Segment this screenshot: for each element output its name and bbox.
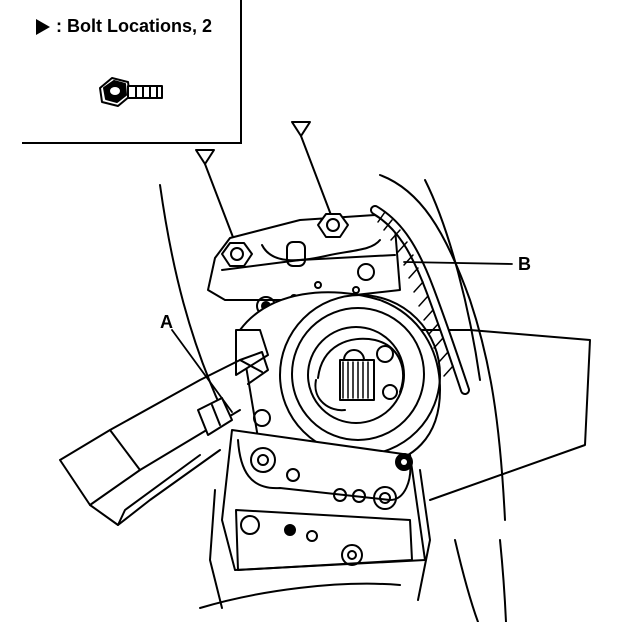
- wire-harness: [370, 205, 470, 395]
- mounting-plate: [207, 214, 401, 316]
- callout-a: A: [160, 312, 173, 332]
- bolt-marker-right: [291, 121, 311, 137]
- mounting-bolt-left: [221, 242, 253, 267]
- tilt-lever: [59, 351, 269, 526]
- legend-box: : Bolt Locations, 2: [22, 0, 242, 144]
- marker-leader-right: [300, 135, 332, 216]
- legend-label: : Bolt Locations, 2: [56, 16, 213, 36]
- cable-reel: [235, 291, 441, 466]
- mounting-bolt-right: [317, 213, 349, 238]
- legend-title: : Bolt Locations, 2: [36, 16, 212, 37]
- triangle-marker-icon: [36, 18, 50, 35]
- bolt-location-markers: [195, 121, 332, 246]
- bolt-marker-left: [195, 149, 215, 165]
- bolt-icon: [99, 77, 163, 107]
- leader-b: [403, 261, 513, 265]
- callout-leaders: [171, 261, 513, 413]
- callout-b: B: [518, 254, 531, 274]
- lower-plate: [209, 409, 431, 609]
- marker-leader-left: [204, 163, 237, 246]
- leader-a: [171, 329, 233, 413]
